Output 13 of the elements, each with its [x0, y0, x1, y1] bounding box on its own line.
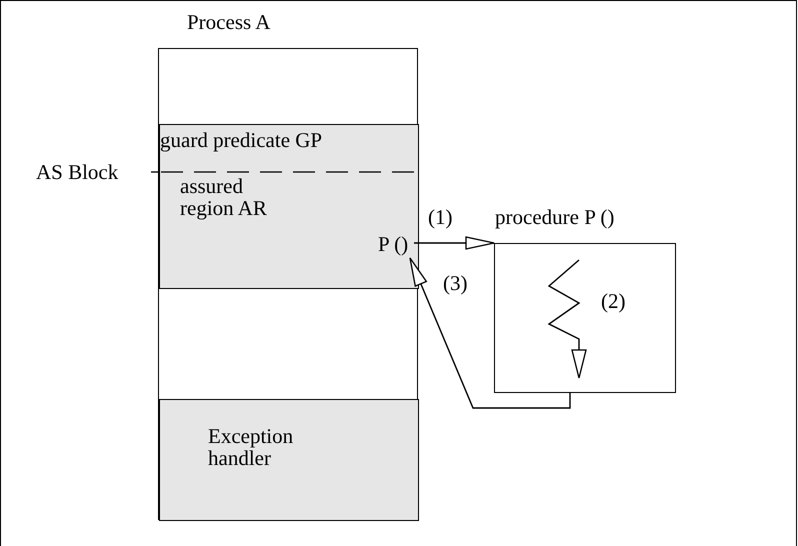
block-text: guard predicate GP — [160, 129, 322, 151]
block-text: assured region AR — [180, 175, 268, 219]
step-number: (2) — [601, 290, 626, 312]
edge-label: (1) — [428, 206, 452, 228]
arrow — [409, 257, 571, 409]
arrow — [414, 236, 495, 250]
procedure-heading: procedure P () — [495, 206, 614, 228]
shaded-block — [159, 399, 419, 521]
process-heading: Process A — [187, 11, 270, 33]
edge-label: (3) — [443, 272, 468, 294]
call-text: P () — [378, 233, 408, 255]
block-label: AS Block — [36, 161, 118, 183]
handler-text: Exception handler — [208, 425, 294, 469]
